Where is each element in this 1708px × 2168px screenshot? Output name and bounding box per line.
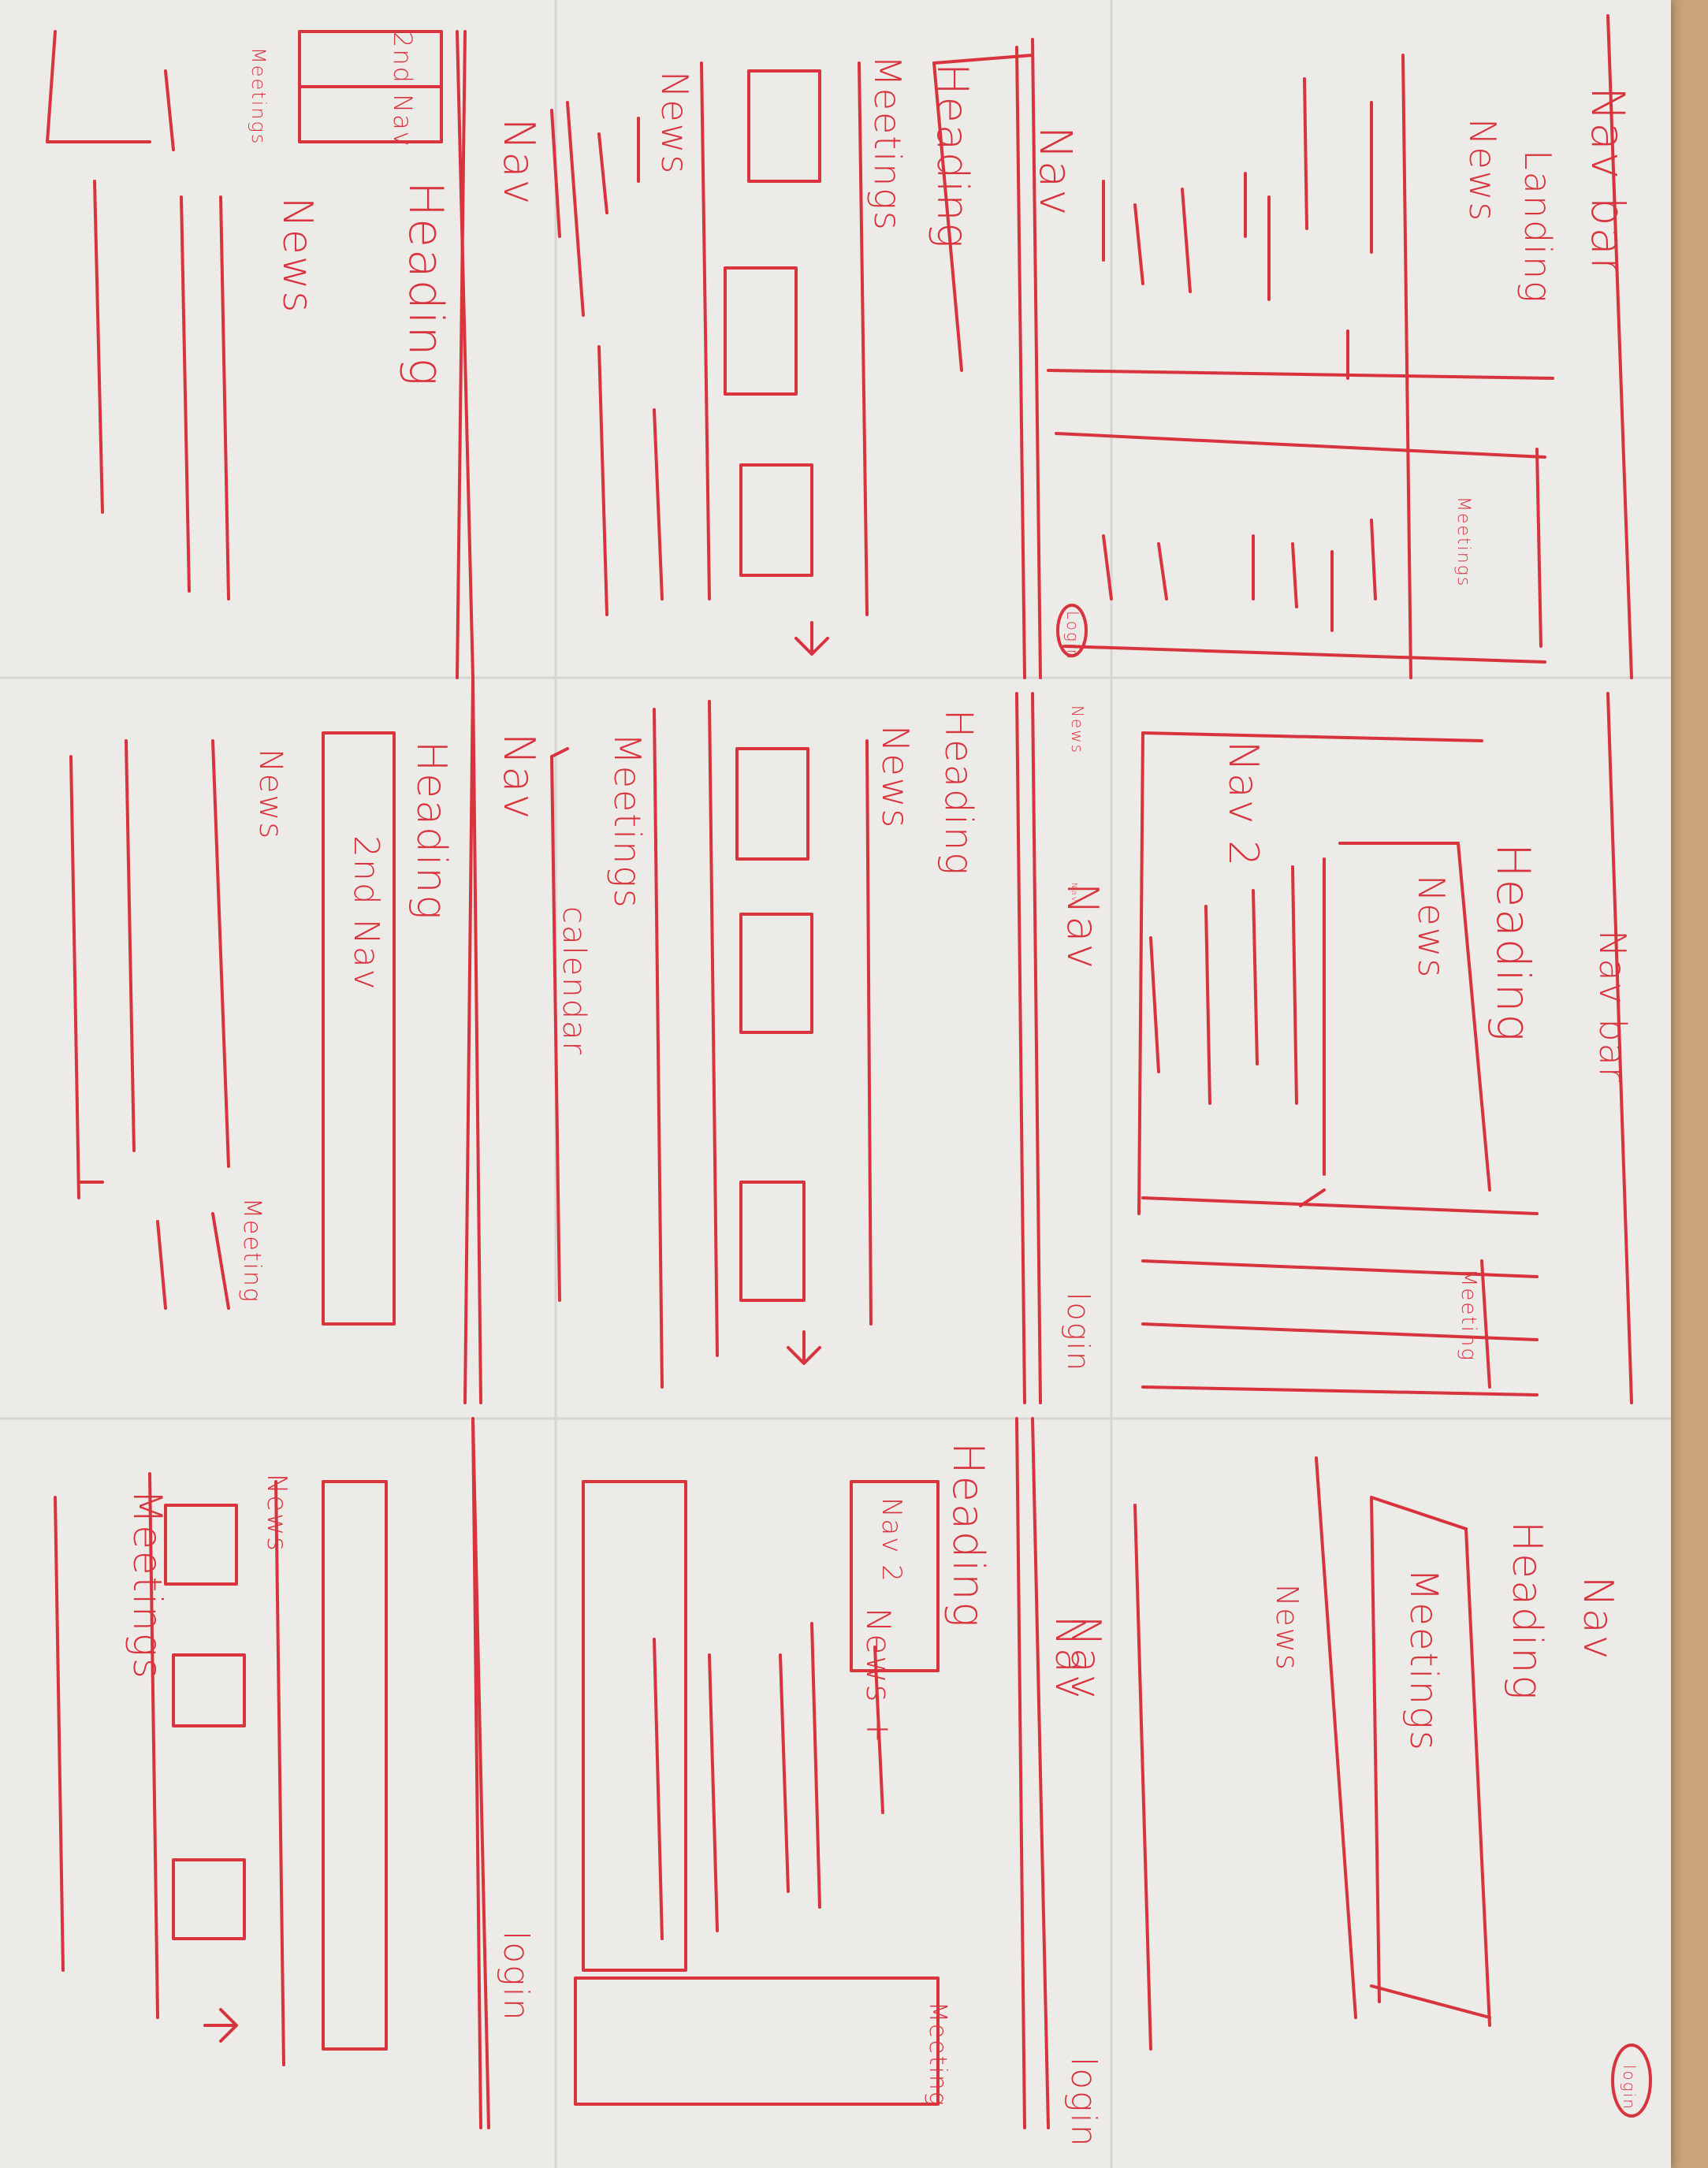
label-nav-c2: Nav xyxy=(1062,1616,1109,1701)
label-news-e: News + xyxy=(859,1608,898,1745)
label-news-i: News xyxy=(261,1474,292,1553)
sketch-i: News Meetings login xyxy=(54,1417,536,2129)
sketch-b: Nav bar Nav 2 Heading News Meeting Nav l… xyxy=(1031,692,1634,1404)
label-news-b2: News xyxy=(1068,705,1087,754)
label-heading-b: Heading xyxy=(1487,843,1540,1043)
sketch-a: Nav bar Landing News Meetings Login Nav xyxy=(932,14,1635,679)
label-news-b: News xyxy=(1410,875,1453,979)
label-heading-g: Heading xyxy=(398,181,453,388)
paper-sheet xyxy=(0,0,1671,2168)
label-meetings-h: Meetings xyxy=(247,47,270,145)
label-news-d: News xyxy=(653,71,696,175)
sketch-e: Nav Heading News Meetings calendar xyxy=(471,676,1078,1404)
label-landing: Landing xyxy=(1516,150,1559,304)
label-heading-d: Heading xyxy=(928,63,977,250)
label-nav-b2: Nav xyxy=(1058,883,1107,970)
label-news-c: News xyxy=(1270,1584,1304,1672)
sketch-d: Heading Meetings News xyxy=(456,30,1026,679)
label-meetings-a: Meetings xyxy=(1453,496,1473,587)
label-login-e: login xyxy=(1063,2057,1103,2148)
label-login-a: Login xyxy=(1063,611,1082,660)
label-news-g: News xyxy=(274,197,321,314)
sketch-f: Nav Heading Nav 2 News + Meeting login xyxy=(471,1417,1103,2148)
label-meetings-c: Meetings xyxy=(1401,1568,1446,1752)
label-login-c: login xyxy=(1620,2065,1639,2110)
label-nav-d2: Nav xyxy=(1070,883,1078,903)
label-heading-e: Heading xyxy=(943,1442,993,1629)
label-meeting-e: Meeting xyxy=(924,2002,951,2107)
label-login-i: login xyxy=(496,1931,536,2022)
sketch-g: Nav Heading News 2nd Nav Meetings xyxy=(46,30,544,679)
label-news-d3: News xyxy=(874,725,917,829)
label-calendar: calendar xyxy=(556,906,592,1056)
label-meetings-e: Meetings xyxy=(606,733,649,909)
label-nav-e: Nav xyxy=(1046,1616,1093,1701)
label-heading-h: Heading xyxy=(407,741,455,921)
label-meeting-f: Meeting xyxy=(238,1198,266,1303)
label-login-b: login xyxy=(1061,1292,1096,1372)
sketch-h: Nav Heading 2nd Nav News Meeting xyxy=(69,676,544,1404)
label-nav-2: Nav 2 xyxy=(1219,741,1267,868)
label-news-a: News xyxy=(1461,118,1504,222)
sketch-c: Nav Heading Meetings News login Nav xyxy=(1031,1417,1652,2129)
label-meetings-i: Meetings xyxy=(125,1489,170,1680)
label-nav-a2: Nav xyxy=(1029,126,1081,217)
label-nav-h: Nav xyxy=(494,733,544,820)
label-meetings-d: Meetings xyxy=(866,55,909,232)
label-news-h: News xyxy=(252,749,288,840)
label-heading-d2: Heading xyxy=(936,709,981,876)
label-nav-bar-a: Nav bar xyxy=(1581,87,1635,277)
label-meeting-b: Meeting xyxy=(1457,1269,1480,1362)
label-second-nav-f: 2nd Nav xyxy=(346,835,386,991)
label-nav2-e: Nav 2 xyxy=(876,1497,907,1583)
label-heading-c: Heading xyxy=(1503,1521,1550,1701)
label-nav-g: Nav xyxy=(494,118,544,206)
label-nav-bar-b: Nav bar xyxy=(1591,930,1634,1084)
label-nav-c: Nav xyxy=(1574,1576,1621,1661)
label-second-nav-h: 2nd Nav xyxy=(388,32,418,148)
